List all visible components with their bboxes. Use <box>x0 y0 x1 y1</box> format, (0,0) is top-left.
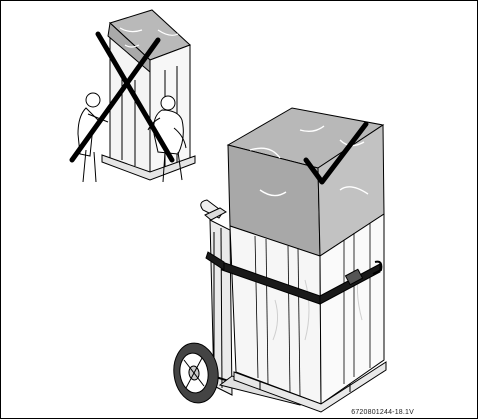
packaged-unit <box>226 107 385 405</box>
person-left <box>77 92 109 183</box>
figure-id-label: 6720801244-18.1V <box>351 409 414 416</box>
incorrect-carry-scene <box>69 9 196 183</box>
wheel <box>173 342 219 404</box>
securing-strap <box>205 251 383 305</box>
pallet <box>233 361 387 413</box>
correct-handtruck-scene <box>173 107 387 413</box>
cross-icon <box>69 31 175 163</box>
check-icon <box>303 121 369 185</box>
